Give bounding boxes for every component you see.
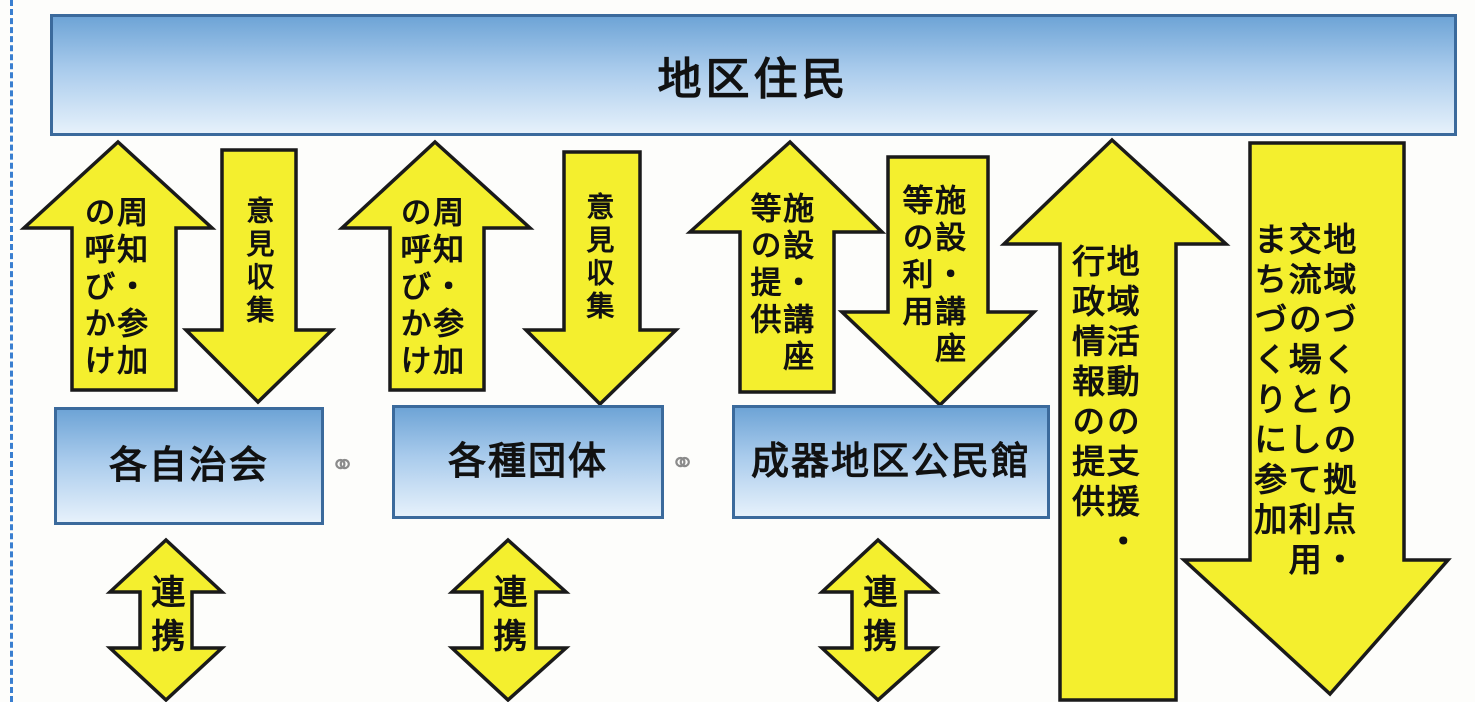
use-text: 施設・講座 等の利用 — [896, 184, 966, 369]
provide-text: 施設・講座 等の提供 — [744, 192, 814, 377]
dantai-label: 各種団体 — [447, 439, 608, 484]
renkei-2-text: 連携 — [486, 574, 527, 662]
arrow-down-opinion-2 — [521, 150, 681, 407]
jichikai-box: 各自治会 — [54, 407, 324, 525]
participate-text: 地域づくりの拠点・ 交流の場として利用 まちづくりに参加 — [1248, 222, 1357, 582]
announce-2-text: 周知・参加 の呼びかけ — [394, 196, 464, 381]
renkei-1-text: 連携 — [144, 574, 185, 662]
arrow-down-participate — [1179, 141, 1452, 697]
residents-label: 地区住民 — [657, 54, 850, 105]
arrow-down-opinion-1 — [181, 148, 337, 405]
arrow-double-renkei-2 — [447, 537, 571, 702]
arrow-up-announce-2 — [337, 139, 535, 392]
arrow-up-announce-1 — [19, 139, 217, 392]
jichikai-label: 各自治会 — [108, 443, 269, 488]
arrow-double-renkei-3 — [817, 537, 941, 702]
dashed-border-line — [10, 0, 13, 702]
arrow-down-use — [837, 155, 1039, 408]
residents-box: 地区住民 — [50, 14, 1457, 136]
handshake-icon: ⚭ — [670, 446, 696, 481]
support-text: 地域活動の支援・ 行政情報の提供 — [1066, 244, 1141, 564]
kominkan-label: 成器地区公民館 — [750, 439, 1031, 484]
renkei-3-text: 連携 — [856, 574, 897, 662]
arrow-double-renkei-1 — [105, 537, 227, 702]
kominkan-box: 成器地区公民館 — [732, 405, 1050, 519]
arrow-up-support — [999, 137, 1231, 702]
opinion-1-text: 意見収集 — [242, 196, 276, 328]
opinion-2-text: 意見収集 — [582, 192, 616, 324]
dantai-box: 各種団体 — [392, 405, 664, 519]
handshake-icon: ⚭ — [330, 448, 356, 483]
arrow-up-provide — [685, 139, 887, 394]
announce-1-text: 周知・参加 の呼びかけ — [78, 196, 148, 381]
